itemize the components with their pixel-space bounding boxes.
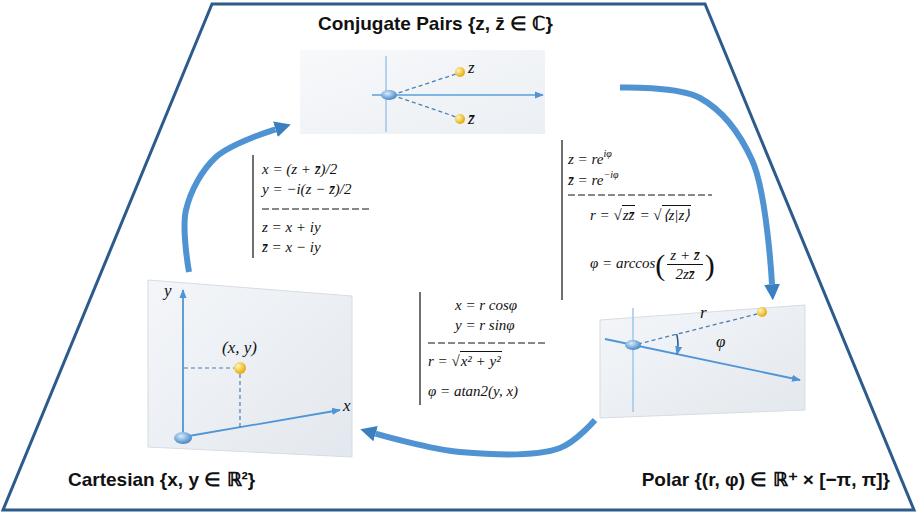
origin-dot [174,432,192,444]
dashed-ray [638,314,757,344]
formula-text: r = √ [428,353,460,369]
math-symbol: r [700,303,707,323]
fraction: z + z̄2zz̄ [667,246,702,283]
formula-text: zz̄ [622,205,636,223]
dashed-ray [392,95,456,117]
curved-arrow [185,129,276,272]
formula-bar [561,140,562,300]
formula-line: z̄ = re−iφ [568,166,618,189]
formula-line: r = √zz̄= √⟨z|z⟩ [590,206,691,224]
point-dot [234,362,246,374]
formula-line: r = √x² + y² [428,352,502,370]
math-symbol: y [164,281,172,301]
formula-text: x = (z + z̄)/2 [262,161,337,177]
origin-dot [625,340,641,350]
formula-text: r = √ [590,207,622,223]
curved-arrow [376,420,595,454]
plane-panel [148,280,352,457]
formula-text: z = x + iy [262,219,321,235]
dashed-ray [392,74,456,95]
formula-bar [419,292,420,405]
math-symbol: z̄ [468,109,475,129]
separator [568,195,712,196]
formula-line: φ = arccos(z + z̄2zz̄) [590,246,715,283]
formula-text: z̄ = re [568,172,603,188]
panel-title: Cartesian {x, y ∈ ℝ²} [68,468,255,492]
formula-line: y = −i(z − z̄)/2 [262,180,352,198]
formula-text: iφ [603,148,611,159]
dashed-guide [239,374,240,427]
point-dot [455,114,465,124]
math-symbol: φ [716,332,725,352]
formula-text: −iφ [603,169,618,180]
math-symbol: x [343,396,351,416]
panel-title: Conjugate Pairs {z, z̄ ∈ ℂ} [318,12,553,36]
plane-panel [300,50,545,134]
formula-text: x = r cosφ [455,297,517,313]
formula-text: z̄ = x − iy [262,239,321,255]
formula-text: z + z̄ [667,246,702,265]
separator [428,343,548,344]
formula-text: φ = atan2(y, x) [428,383,518,399]
formula-text: z = re [568,151,603,167]
trapezoid-frame [3,4,914,510]
axis [632,308,634,412]
point-dot [757,307,767,317]
curved-arrow [620,87,772,284]
axis [372,94,543,96]
formula-text: y = r sinφ [455,317,515,333]
formula-line: φ = atan2(y, x) [428,382,518,400]
axis [183,410,340,437]
formula-bar [252,155,253,258]
dashed-guide [184,367,234,368]
point-dot [455,67,465,77]
math-symbol: (x, y) [222,338,257,358]
formula-line: x = (z + z̄)/2 [262,160,337,178]
axis [605,339,800,380]
formula-line: z = x + iy [262,218,321,236]
separator [262,209,372,210]
formula-line: x = r cosφ [455,296,517,314]
formula-text: = √ [639,207,661,223]
math-symbol: z [468,58,475,78]
formula-text: ) [705,248,715,281]
angle-arc [677,334,678,354]
formula-text: y = −i(z − z̄)/2 [262,181,352,197]
formula-line: y = r sinφ [455,316,515,334]
axis [182,290,184,437]
formula-text: φ = arccos [590,255,655,271]
formula-text: ( [655,248,665,281]
diagram-panel: Cartesian {x, y ∈ ℝ²} (x, y) y x [60,272,360,498]
formula-text: 2zz̄ [672,265,697,283]
formula-text: ⟨z|z⟩ [662,205,692,223]
panel-title: Polar {(r, φ) ∈ ℝ⁺ × [−π, π]} [642,468,890,492]
diagram-panel: Conjugate Pairs {z, z̄ ∈ ℂ} z z̄ [290,10,620,135]
origin-dot [381,90,397,100]
formula-text: x² + y² [460,351,502,369]
diagram-panel: Polar {(r, φ) ∈ ℝ⁺ × [−π, π]} rφ [595,300,910,500]
formula-line: z̄ = x − iy [262,238,321,256]
formula-line: z = reiφ [568,145,612,168]
